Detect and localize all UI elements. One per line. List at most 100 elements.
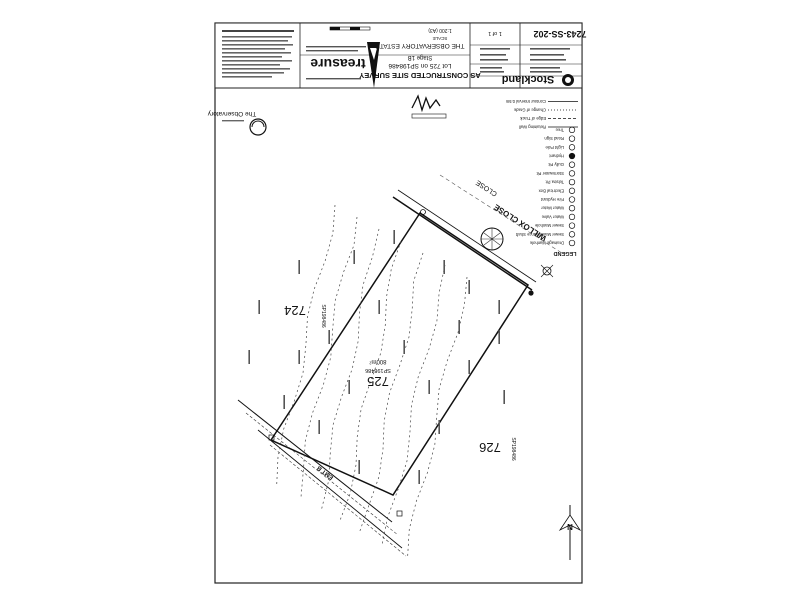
legend-item: Gully Pit bbox=[548, 162, 564, 167]
company-logo: Stockland bbox=[502, 73, 574, 86]
scale-label: SCALE bbox=[433, 36, 448, 41]
spot-level bbox=[428, 380, 430, 394]
legend-symbol-icon bbox=[568, 152, 576, 160]
survey-mark-icon bbox=[420, 209, 426, 215]
legend-item: Telstra Pit bbox=[545, 180, 564, 185]
rear-boundary bbox=[237, 399, 393, 523]
legend-item: Tree bbox=[555, 127, 564, 132]
spot-level bbox=[353, 250, 355, 264]
legend-item: Road Sign bbox=[544, 136, 564, 141]
observatory-logo-icon bbox=[249, 118, 267, 136]
legend-symbol-icon bbox=[568, 144, 576, 151]
spot-level bbox=[438, 420, 440, 434]
title-block: treasure AS CONSTRUCTED SITE SURVEY Lot … bbox=[214, 22, 587, 89]
project-title: AS CONSTRUCTED SITE SURVEY bbox=[359, 71, 481, 80]
legend-item: Water Valve bbox=[541, 214, 564, 219]
legend-item: Hydrant bbox=[549, 154, 564, 159]
spot-level bbox=[498, 300, 500, 314]
legend-symbol-icon bbox=[568, 231, 576, 238]
legend-symbols bbox=[568, 126, 576, 247]
spot-level bbox=[318, 420, 320, 434]
lot-726-number: 726 bbox=[479, 440, 501, 455]
lot-725-area: 800m² bbox=[369, 358, 386, 364]
spot-level bbox=[418, 470, 420, 484]
spot-level bbox=[458, 320, 460, 334]
easement-line-2 bbox=[257, 429, 403, 549]
lot-725-boundary bbox=[269, 211, 530, 496]
scale-value: 1:200 (A3) bbox=[428, 27, 452, 33]
road-center-line bbox=[439, 174, 566, 256]
project-lot: Lot 725 on SP198486 bbox=[388, 62, 451, 69]
estate-emblem-icon bbox=[367, 42, 380, 88]
pit-icon bbox=[268, 434, 275, 441]
spot-level bbox=[358, 460, 360, 474]
contour-lines bbox=[276, 204, 468, 558]
legend-item: Fire Hydrant bbox=[540, 197, 564, 202]
legend-symbol-icon bbox=[568, 205, 576, 212]
spot-level bbox=[378, 300, 380, 314]
lot-726-plan: SP198486 bbox=[510, 437, 516, 461]
legend-line-item: Edge of Track bbox=[519, 116, 546, 121]
legend-title: LEGEND bbox=[554, 250, 577, 256]
north-arrow-icon: N bbox=[558, 505, 582, 560]
spot-level bbox=[393, 230, 395, 244]
legend-symbol-icon bbox=[568, 161, 576, 168]
contour-line bbox=[358, 252, 424, 534]
notes-text bbox=[222, 30, 294, 78]
spot-level bbox=[468, 280, 470, 294]
project-title-text: AS CONSTRUCTED SITE SURVEY Lot 725 on SP… bbox=[359, 42, 481, 80]
estate-logo: The Observatory bbox=[207, 110, 267, 136]
lot-725-plan: SP198486 bbox=[365, 367, 391, 373]
easement-line-1 bbox=[245, 412, 399, 536]
project-stage: Stage 1B bbox=[408, 54, 433, 60]
legend-symbol-icon bbox=[568, 222, 576, 229]
spot-levels bbox=[248, 230, 505, 484]
company-name: Stockland bbox=[502, 73, 555, 85]
spot-level bbox=[283, 395, 285, 409]
spot-level bbox=[503, 390, 505, 404]
contour-line bbox=[276, 204, 336, 486]
spot-level bbox=[298, 350, 300, 364]
road-kerb-line bbox=[392, 196, 533, 291]
legend-item: Light Pole bbox=[545, 145, 564, 150]
signature bbox=[411, 94, 447, 119]
pit-icon-2 bbox=[396, 510, 403, 517]
north-label: N bbox=[567, 522, 573, 531]
spot-level bbox=[258, 300, 260, 314]
contour-line bbox=[381, 264, 446, 546]
legend-line-item: Change of Grade bbox=[513, 108, 546, 113]
spot-level bbox=[298, 260, 300, 274]
spot-level bbox=[443, 260, 445, 274]
contour-line bbox=[407, 276, 468, 558]
legend-symbol-icon bbox=[568, 178, 576, 186]
legend-symbol-icon bbox=[568, 135, 576, 142]
revision-table bbox=[480, 48, 570, 73]
light-pole-icon bbox=[542, 266, 552, 276]
drawing-number: 7243-SS-202 bbox=[533, 29, 586, 39]
legend-symbol-icon bbox=[568, 196, 576, 203]
legend-symbol-icon bbox=[568, 187, 576, 194]
legend-line-item: Retaining Wall bbox=[519, 125, 546, 130]
spot-level bbox=[498, 330, 500, 344]
legend-lines: Retaining Wall Edge of Track Change of Gra… bbox=[505, 99, 578, 130]
legend-item: Sewer Manhole bbox=[534, 223, 564, 228]
hydrant-icon bbox=[528, 290, 534, 296]
legend-symbol-icon bbox=[568, 213, 576, 221]
project-estate: THE OBSERVATORY ESTATE bbox=[375, 42, 465, 49]
spot-level bbox=[468, 360, 470, 374]
legend-item: Stormwater Pit bbox=[536, 171, 564, 176]
lot-724-plan: SP198486 bbox=[320, 304, 326, 328]
spot-level bbox=[328, 330, 330, 344]
lot-724-number: 724 bbox=[284, 303, 306, 318]
scale-bar: 1:200 (A3) SCALE bbox=[329, 26, 452, 41]
sheet-number: 1 of 1 bbox=[488, 30, 502, 36]
estate-logo-text: The Observatory bbox=[207, 110, 256, 117]
lot-725-number: 725 bbox=[367, 374, 389, 389]
contour-line bbox=[300, 216, 358, 498]
spot-level bbox=[348, 380, 350, 394]
legend-line-item: Contour Interval 0.5m bbox=[505, 99, 546, 104]
spot-level bbox=[403, 340, 405, 354]
legend-item: Electrical Box bbox=[538, 188, 564, 193]
consultant-name: treasure bbox=[310, 56, 365, 72]
